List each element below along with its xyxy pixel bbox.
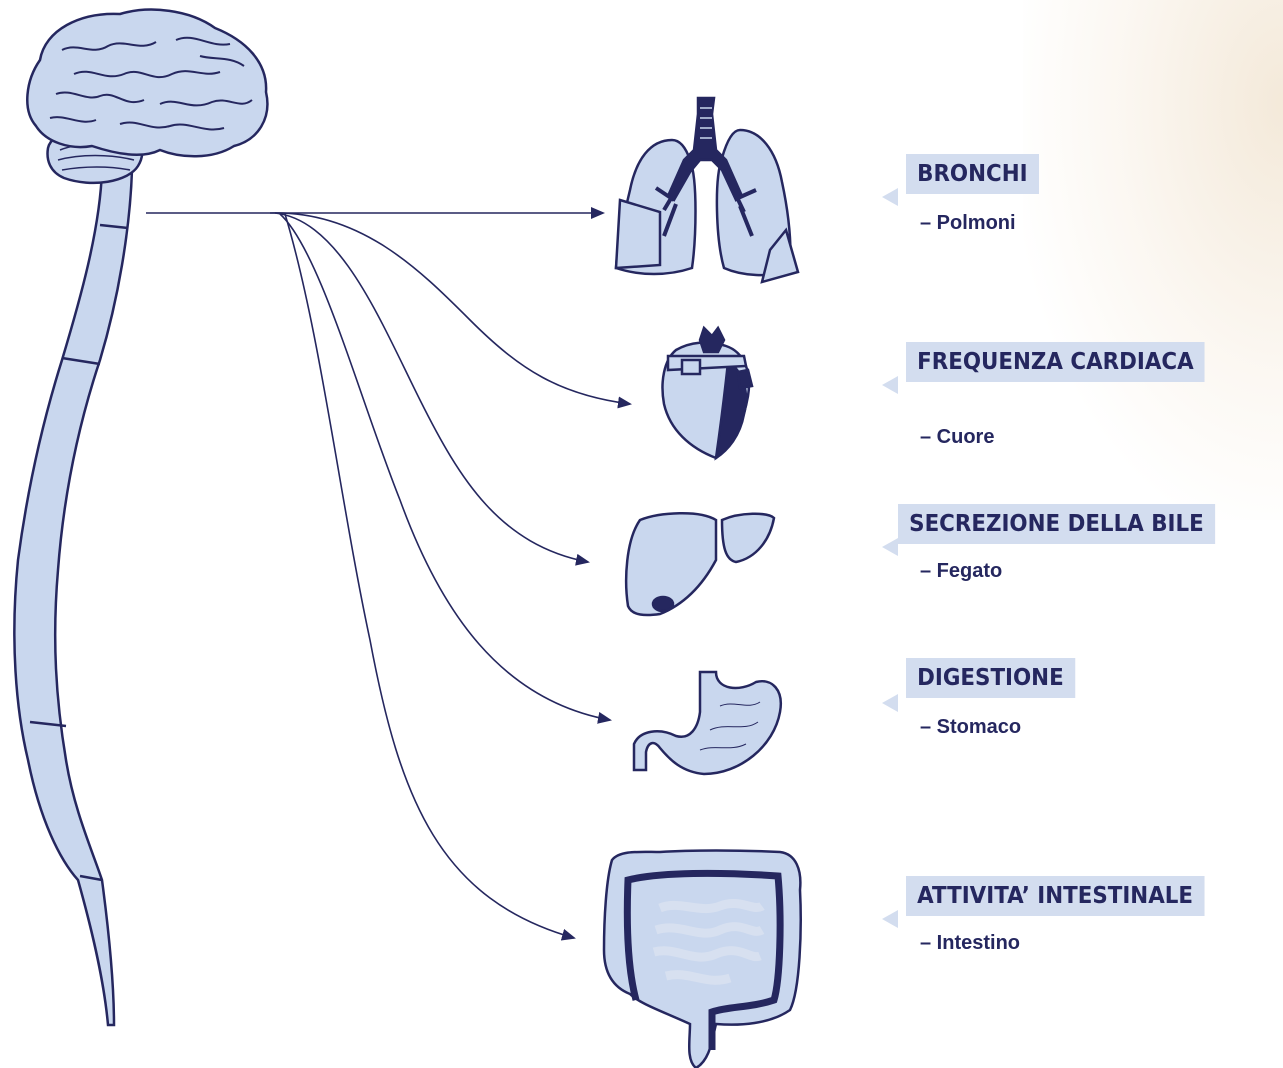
label-pointer-icon — [882, 376, 898, 394]
label-title: SECREZIONE DELLA BILE — [898, 504, 1215, 544]
nerve-paths — [146, 213, 630, 938]
label-pointer-icon — [882, 910, 898, 928]
lungs-icon — [616, 98, 798, 282]
stomach-icon — [634, 672, 781, 774]
label-title: BRONCHI — [906, 154, 1039, 194]
label-subtitle: – Intestino — [920, 932, 1020, 955]
brain-spinal-cord-icon — [14, 10, 267, 1025]
nerve-to-heart — [270, 213, 630, 404]
label-subtitle: – Cuore — [920, 426, 994, 449]
label-subtitle: – Stomaco — [920, 716, 1021, 739]
label-title: ATTIVITA’ INTESTINALE — [906, 876, 1204, 916]
nerve-to-stomach — [280, 214, 610, 720]
label-subtitle: – Polmoni — [920, 212, 1016, 235]
label-title: DIGESTIONE — [906, 658, 1075, 698]
intestine-icon — [604, 851, 801, 1068]
heart-icon — [663, 328, 753, 458]
spinal-cord — [14, 170, 132, 1025]
label-subtitle: – Fegato — [920, 560, 1002, 583]
label-title: FREQUENZA CARDIACA — [906, 342, 1205, 382]
label-pointer-icon — [882, 538, 898, 556]
label-pointer-icon — [882, 188, 898, 206]
nerve-to-intestine — [285, 214, 574, 938]
liver-icon — [626, 513, 774, 615]
nerve-to-liver — [275, 213, 588, 562]
brain — [27, 10, 267, 157]
label-pointer-icon — [882, 694, 898, 712]
